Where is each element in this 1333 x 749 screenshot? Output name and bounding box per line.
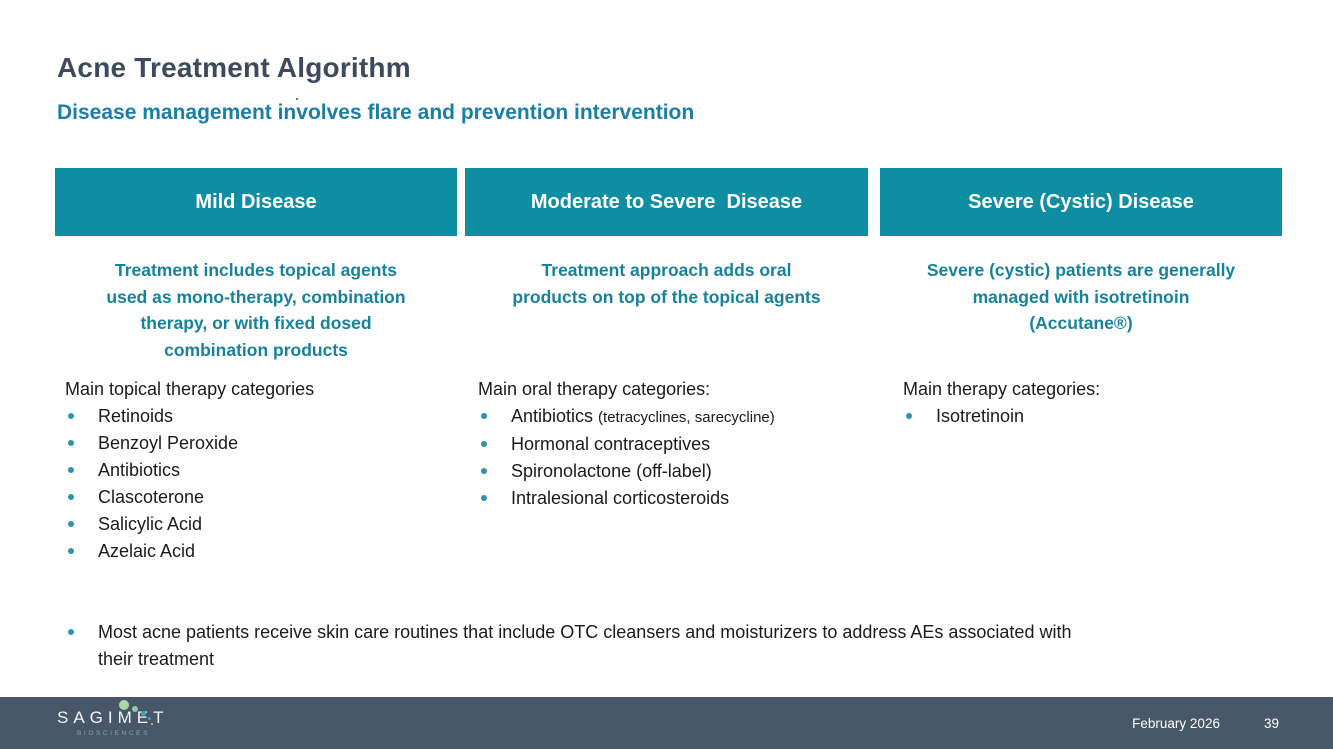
column-header-label: Moderate to Severe Disease	[530, 190, 803, 213]
bullet-icon	[68, 629, 74, 635]
list-item-label: Intralesional corticosteroids	[511, 488, 730, 508]
column-description: Severe (cystic) patients are generally m…	[926, 260, 1236, 333]
list-item: Benzoyl Peroxide	[65, 430, 455, 457]
list-item: Spironolactone (off-label)	[478, 458, 868, 485]
disease-column-mild: Mild Disease Treatment includes topical …	[55, 168, 457, 561]
list-item: Salicylic Acid	[65, 511, 455, 538]
sagimet-logo: SAGIMET BIOSCIENCES	[57, 700, 169, 737]
list-item-label: Hormonal contraceptives	[511, 434, 711, 454]
footnote-item: Most acne patients receive skin care rou…	[65, 619, 1260, 673]
footer-meta: February 2026 39	[1132, 697, 1279, 749]
therapy-list: Main therapy categories: Isotretinoin	[903, 376, 1281, 430]
list-item-label: Azelaic Acid	[98, 541, 196, 561]
list-item: Intralesional corticosteroids	[478, 485, 868, 512]
bullet-icon	[481, 441, 487, 447]
list-item-label: Clascoterone	[98, 487, 205, 507]
logo-wordmark: SAGIMET	[57, 708, 169, 727]
list-item-label: Antibiotics (tetracyclines, sarecycline)	[511, 406, 775, 426]
stray-mark	[296, 98, 298, 100]
page-title: Acne Treatment Algorithm	[57, 52, 411, 83]
column-header-bar: Mild Disease	[55, 168, 457, 236]
list-item-label: Spironolactone (off-label)	[511, 461, 712, 481]
list-title: Main topical therapy categories	[65, 379, 315, 399]
column-description: Treatment includes topical agents used a…	[106, 260, 406, 360]
list-item-label: Benzoyl Peroxide	[98, 433, 239, 453]
therapy-list: Main oral therapy categories: Antibiotic…	[478, 376, 868, 512]
list-item-label: Isotretinoin	[936, 406, 1025, 426]
column-header-label: Mild Disease	[195, 190, 317, 213]
list-title: Main therapy categories:	[903, 379, 1101, 399]
bullet-icon	[906, 413, 912, 419]
footer-bar: SAGIMET BIOSCIENCES February 2026 39	[0, 697, 1333, 749]
logo-subtext: BIOSCIENCES	[77, 730, 151, 737]
bullet-icon	[68, 440, 74, 446]
list-item-label: Retinoids	[98, 406, 174, 426]
bullet-icon	[68, 494, 74, 500]
list-title: Main oral therapy categories:	[478, 379, 711, 399]
bullet-icon	[481, 468, 487, 474]
disease-column-moderate-severe: Moderate to Severe Disease Treatment app…	[465, 168, 868, 508]
list-item: Antibiotics	[65, 457, 455, 484]
list-item-label: Antibiotics	[98, 460, 181, 480]
therapy-list: Main topical therapy categories Retinoid…	[65, 376, 455, 565]
column-header-label: Severe (Cystic) Disease	[968, 190, 1194, 213]
list-item: Antibiotics (tetracyclines, sarecycline)	[478, 403, 868, 431]
bullet-icon	[68, 548, 74, 554]
footnote-text: Most acne patients receive skin care rou…	[98, 622, 1072, 669]
column-header-bar: Severe (Cystic) Disease	[880, 168, 1282, 236]
list-item: Azelaic Acid	[65, 538, 455, 565]
bullet-icon	[68, 521, 74, 527]
bullet-icon	[68, 467, 74, 473]
bullet-icon	[68, 413, 74, 419]
bullet-icon	[481, 413, 487, 419]
footer-date: February 2026	[1132, 715, 1220, 731]
list-item-label: Salicylic Acid	[98, 514, 203, 534]
list-item-note: (tetracyclines, sarecycline)	[598, 409, 775, 426]
column-header-bar: Moderate to Severe Disease	[465, 168, 868, 236]
bullet-icon	[481, 495, 487, 501]
footer-page-number: 39	[1263, 715, 1279, 731]
disease-column-severe-cystic: Severe (Cystic) Disease Severe (cystic) …	[880, 168, 1282, 426]
column-description: Treatment approach adds oral products on…	[512, 260, 821, 307]
list-item: Clascoterone	[65, 484, 455, 511]
list-item: Isotretinoin	[903, 403, 1281, 430]
list-item: Hormonal contraceptives	[478, 431, 868, 458]
page-subtitle: Disease management involves flare and pr…	[57, 101, 695, 124]
list-item: Retinoids	[65, 403, 455, 430]
